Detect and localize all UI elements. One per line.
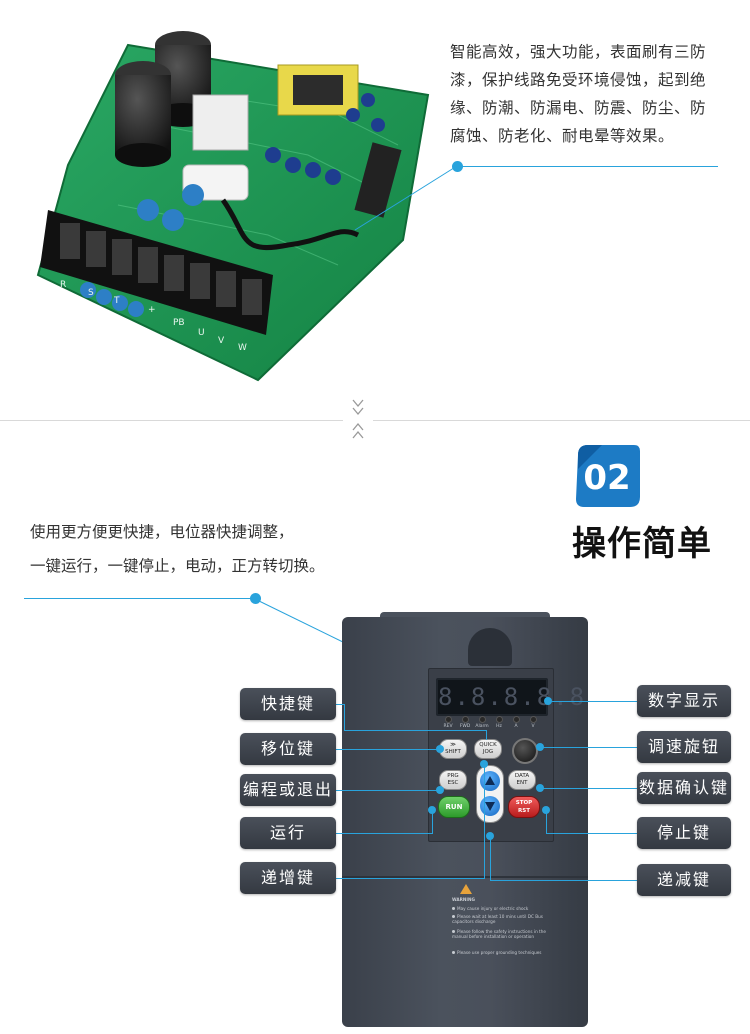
jog-key-label: JOG — [482, 749, 494, 755]
callout-dot — [428, 806, 436, 814]
pcb-description-line: 缘、防潮、防漏电、防震、防尘、防 — [450, 99, 707, 117]
label-quick-key: 快捷键 — [240, 688, 336, 720]
digital-display: 8.8.8.8.8 — [436, 678, 584, 716]
led-label: V — [531, 724, 535, 729]
pcb-description-line: 智能高效，强大功能，表面刷有三防 — [450, 43, 707, 61]
led-label: FWD — [459, 724, 471, 729]
prg-esc-key[interactable]: PRG ESC — [439, 770, 467, 790]
led-label: A — [514, 724, 518, 729]
speed-knob[interactable] — [512, 738, 538, 764]
label-run: 运行 — [240, 817, 336, 849]
callout2-dot — [250, 593, 261, 604]
data-key-label: DATA — [514, 773, 530, 779]
warning-line: Please wait at least 10 mins until DC Bu… — [452, 914, 543, 924]
operation-description-line: 一键运行，一键停止，电动，正方转切换。 — [30, 557, 325, 575]
pcb-description: 智能高效，强大功能，表面刷有三防 漆，保护线路免受环境侵蚀，起到绝 缘、防潮、防… — [450, 38, 740, 150]
callout2-line — [24, 598, 260, 599]
warning-line: Please use proper grounding techniques — [452, 950, 562, 955]
esc-key-label: ESC — [447, 780, 459, 786]
up-key[interactable] — [480, 771, 500, 791]
shift-key-label: SHIFT — [445, 749, 461, 755]
pcb-label: PB — [173, 318, 185, 328]
quick-key-label: QUICK — [479, 742, 497, 748]
data-ent-key[interactable]: DATA ENT — [508, 770, 536, 790]
status-led — [512, 716, 520, 723]
callout-dot — [436, 786, 444, 794]
arrow-up-icon — [485, 776, 495, 785]
run-key[interactable]: RUN — [438, 796, 470, 818]
status-led — [444, 716, 452, 723]
label-increment-key: 递增键 — [240, 862, 336, 894]
section-title: 操作简单 — [572, 524, 712, 564]
inverter-seam — [342, 876, 588, 878]
pcb-label: U — [198, 328, 205, 338]
pcb-description-line: 漆，保护线路免受环境侵蚀，起到绝 — [450, 71, 707, 89]
pcb-label: + — [148, 305, 156, 315]
chevron-down-icon — [343, 396, 373, 442]
callout-dot — [436, 745, 444, 753]
label-digital-display: 数字显示 — [637, 685, 731, 717]
label-program-exit: 编程或退出 — [240, 774, 336, 806]
callout-dot — [544, 697, 552, 705]
stop-key-label: STOP — [515, 800, 533, 806]
badge-number: 02 — [583, 458, 630, 498]
pcb-label: V — [218, 336, 225, 346]
ent-key-label: ENT — [516, 780, 528, 786]
label-decrement-key: 递减键 — [637, 864, 731, 896]
warning-title: WARNING — [452, 897, 475, 902]
pcb-label: W — [238, 343, 247, 353]
shift-key-symbol: ≫ — [450, 742, 456, 748]
inverter-notch — [468, 628, 512, 666]
callout-dot — [536, 784, 544, 792]
led-label: Hz — [496, 724, 502, 729]
status-led-row: REV FWD Alarm Hz A V — [440, 716, 544, 736]
quick-jog-key[interactable]: QUICK JOG — [474, 739, 502, 759]
stop-reset-key[interactable]: STOP RST — [508, 796, 540, 818]
callout2-diagonal — [256, 599, 348, 645]
status-led — [529, 716, 537, 723]
arrow-down-icon — [485, 802, 495, 811]
led-label: REV — [443, 724, 453, 729]
rst-key-label: RST — [518, 808, 530, 814]
warning-line: Please follow the safety instructions in… — [452, 929, 546, 939]
operation-description: 使用更方便更快捷，电位器快捷调整， 一键运行，一键停止，电动，正方转切换。 — [30, 515, 410, 583]
callout-dot — [480, 760, 488, 768]
label-data-confirm: 数据确认键 — [637, 772, 731, 804]
section-number-badge: 02 — [576, 445, 640, 507]
pcb-description-line: 腐蚀、防老化、耐电晕等效果。 — [450, 127, 675, 145]
label-shift-key: 移位键 — [240, 733, 336, 765]
pcb-label: T — [113, 296, 120, 306]
shift-key[interactable]: ≫ SHIFT — [439, 739, 467, 759]
status-led — [478, 716, 486, 723]
label-speed-knob: 调速旋钮 — [637, 731, 731, 763]
warning-icon — [460, 884, 472, 894]
label-stop-key: 停止键 — [637, 817, 731, 849]
operation-description-line: 使用更方便更快捷，电位器快捷调整， — [30, 523, 294, 541]
status-led — [461, 716, 469, 723]
up-down-keys — [476, 765, 504, 823]
led-label: Alarm — [475, 724, 489, 729]
pcb-board-image: R S T + PB U V W — [36, 31, 430, 382]
callout1-diagonal — [354, 165, 458, 231]
callout-dot — [542, 806, 550, 814]
pcb-label: R — [60, 280, 66, 290]
callout-dot — [536, 743, 544, 751]
section-divider — [0, 420, 750, 421]
callout1-line — [456, 166, 718, 167]
pcb-label: S — [88, 288, 94, 298]
callout-dot — [486, 832, 494, 840]
prg-key-label: PRG — [447, 773, 459, 779]
warning-line: May cause injury or electric shock — [452, 906, 562, 911]
down-key[interactable] — [480, 796, 500, 816]
status-led — [495, 716, 503, 723]
callout1-dot — [452, 161, 463, 172]
